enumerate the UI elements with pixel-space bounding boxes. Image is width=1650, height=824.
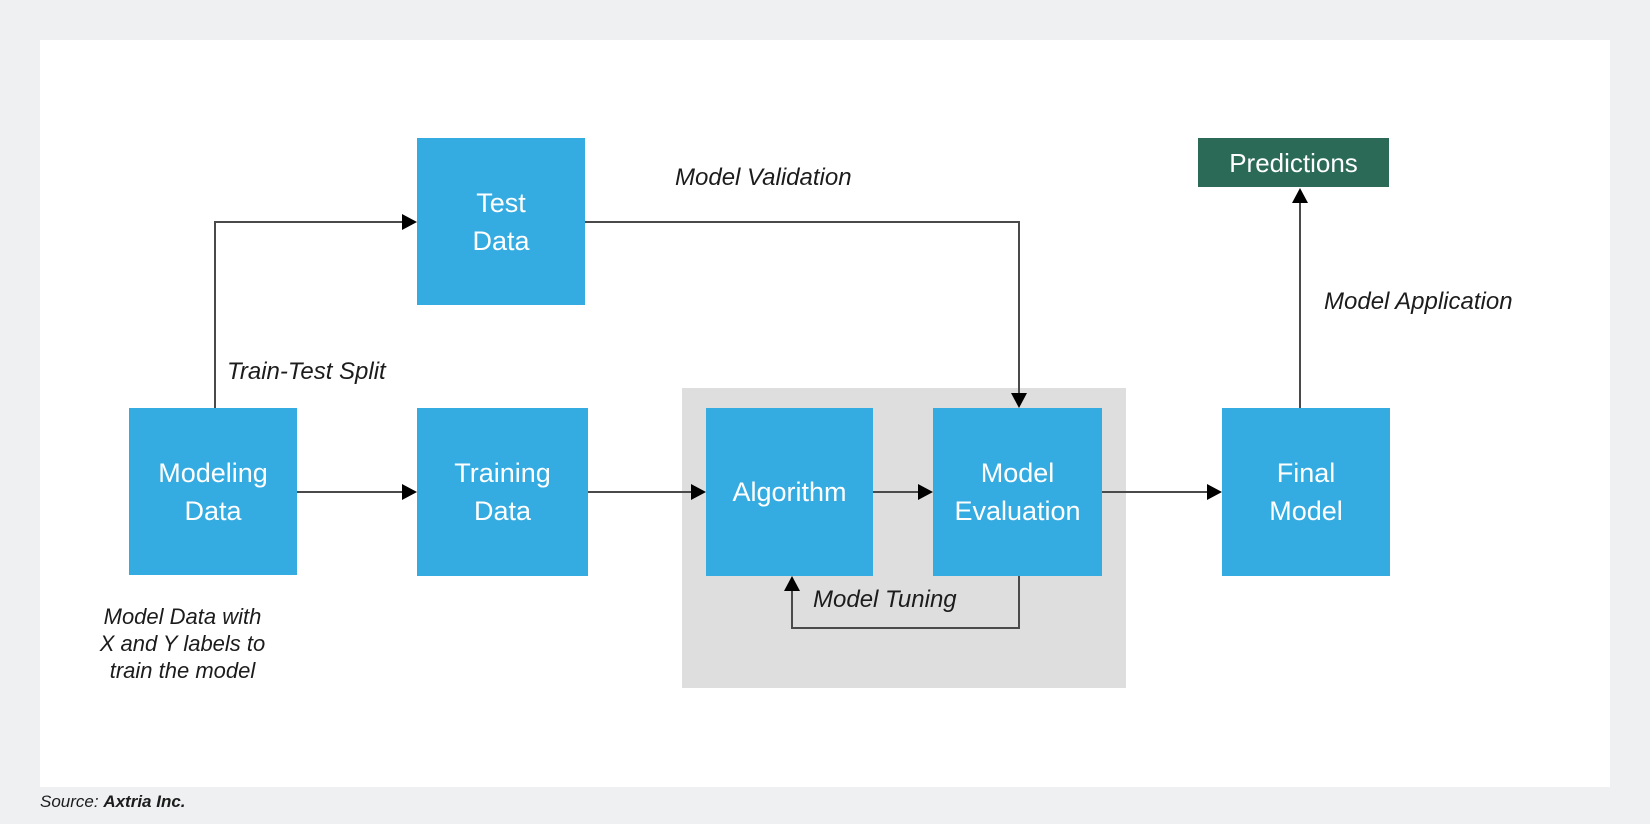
node-final-model: Final Model <box>1222 408 1390 576</box>
node-model-evaluation: Model Evaluation <box>933 408 1102 576</box>
label-model-tuning: Model Tuning <box>813 586 957 613</box>
arrowhead-into-evaluation <box>918 484 933 500</box>
node-test-data: Test Data <box>417 138 585 305</box>
arrowhead-into-training-data <box>402 484 417 500</box>
connector-algorithm-evaluation <box>873 491 918 493</box>
modeling-data-caption: Model Data with X and Y labels to train … <box>99 604 266 683</box>
connector-validation-vertical <box>1018 221 1020 393</box>
source-name: Axtria Inc. <box>103 792 186 811</box>
source-attribution: Source: Axtria Inc. <box>40 792 186 812</box>
arrowhead-into-algorithm <box>691 484 706 500</box>
label-model-validation: Model Validation <box>675 164 852 191</box>
connector-application-vertical <box>1299 203 1301 408</box>
connector-tuning-bottom <box>791 627 1020 629</box>
arrowhead-into-final-model <box>1207 484 1222 500</box>
connector-tuning-left-leg <box>791 591 793 629</box>
connector-split-vertical <box>214 222 216 408</box>
arrowhead-into-evaluation-top <box>1011 393 1027 408</box>
connector-evaluation-final <box>1102 491 1207 493</box>
arrowhead-into-test-data <box>402 214 417 230</box>
label-model-application: Model Application <box>1324 288 1513 315</box>
node-algorithm: Algorithm <box>706 408 873 576</box>
label-train-test-split: Train-Test Split <box>227 358 386 385</box>
connector-modeling-training <box>297 491 402 493</box>
connector-validation-horizontal <box>585 221 1020 223</box>
connector-tuning-right-leg <box>1018 576 1020 629</box>
arrowhead-into-algorithm-bottom <box>784 576 800 591</box>
source-prefix: Source: <box>40 792 104 811</box>
node-predictions: Predictions <box>1198 138 1389 187</box>
arrowhead-into-predictions <box>1292 188 1308 203</box>
connector-training-algorithm <box>588 491 691 493</box>
connector-split-horizontal <box>214 221 402 223</box>
node-modeling-data: Modeling Data <box>129 408 297 575</box>
node-training-data: Training Data <box>417 408 588 576</box>
